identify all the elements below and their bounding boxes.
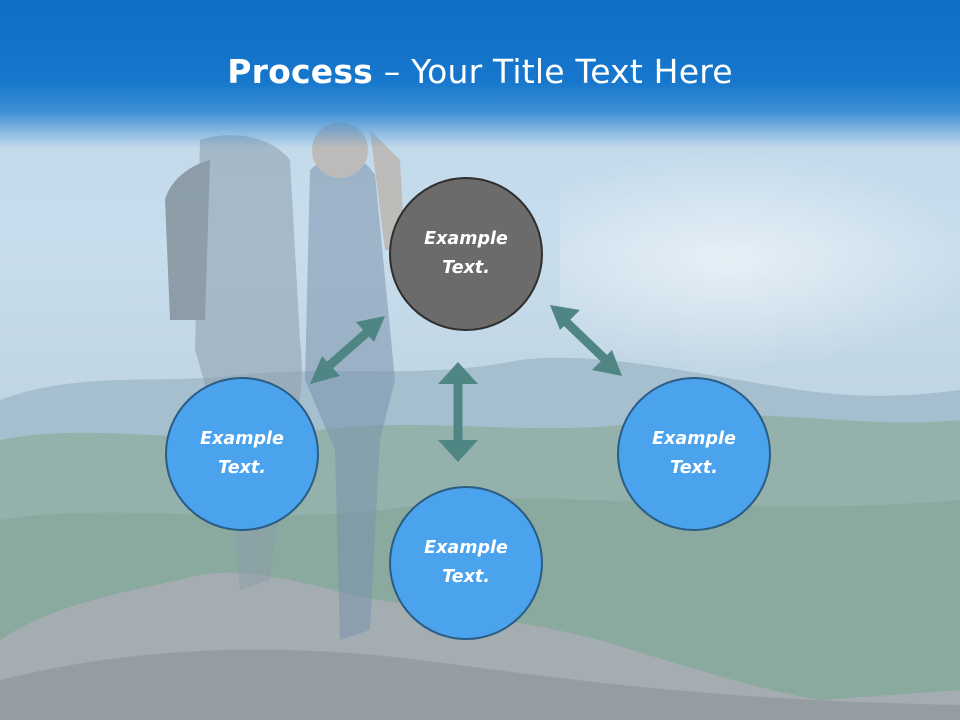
node-right-label: Example Text.: [652, 429, 736, 478]
double-arrow-top-right: [550, 305, 622, 376]
process-node-left[interactable]: Example Text.: [165, 377, 319, 531]
double-arrow-center: [438, 362, 478, 462]
process-node-bottom[interactable]: Example Text.: [389, 486, 543, 640]
process-node-right[interactable]: Example Text.: [617, 377, 771, 531]
title-bold-part: Process: [227, 52, 374, 91]
node-top-label: Example Text.: [424, 229, 508, 278]
title-rest-part: – Your Title Text Here: [373, 52, 733, 91]
slide-title: Process – Your Title Text Here: [0, 52, 960, 91]
node-left-label: Example Text.: [200, 429, 284, 478]
process-node-top[interactable]: Example Text.: [389, 177, 543, 331]
title-bar: [0, 0, 960, 148]
double-arrow-top-left: [310, 316, 385, 384]
node-bottom-label: Example Text.: [424, 538, 508, 587]
cloud-haze: [560, 150, 960, 370]
